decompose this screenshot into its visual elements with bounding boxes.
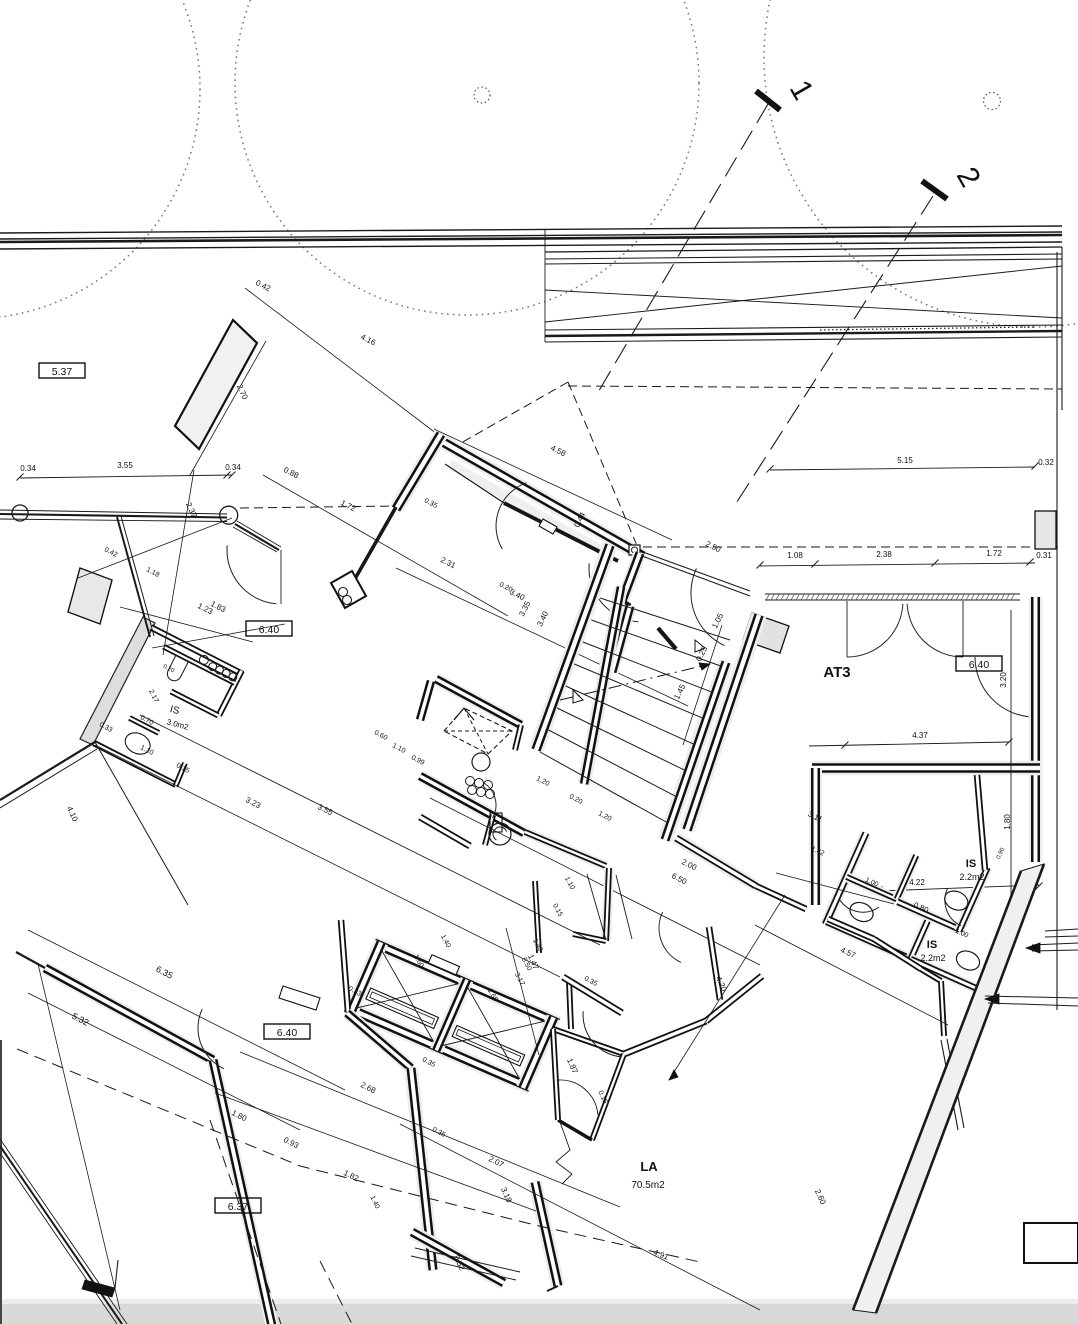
svg-text:1.00: 1.00 (954, 928, 969, 940)
svg-text:0.20: 0.20 (162, 664, 176, 675)
svg-text:IS: IS (966, 858, 976, 870)
svg-text:3.55: 3.55 (117, 461, 133, 470)
svg-text:LA: LA (640, 1159, 658, 1174)
svg-text:5.37: 5.37 (52, 366, 73, 378)
svg-text:IS: IS (927, 939, 937, 951)
svg-text:1.42: 1.42 (810, 846, 825, 858)
svg-text:2.2m2: 2.2m2 (920, 953, 945, 963)
svg-text:IS: IS (169, 704, 181, 717)
svg-text:0.90: 0.90 (996, 846, 1007, 860)
svg-text:5.15: 5.15 (897, 456, 913, 465)
svg-text:1.72: 1.72 (986, 549, 1002, 558)
svg-text:6.40: 6.40 (259, 624, 280, 636)
svg-text:1.80: 1.80 (1003, 814, 1012, 830)
svg-text:0.31: 0.31 (1036, 551, 1052, 560)
svg-text:1.00: 1.00 (864, 877, 879, 889)
svg-text:6.37: 6.37 (228, 1201, 249, 1213)
svg-text:0.34: 0.34 (20, 464, 36, 473)
svg-text:6.40: 6.40 (969, 659, 990, 671)
svg-text:1.08: 1.08 (787, 551, 803, 560)
svg-text:3.20: 3.20 (999, 672, 1008, 688)
svg-text:AT3: AT3 (823, 664, 850, 681)
svg-text:2.38: 2.38 (876, 550, 892, 559)
svg-text:6.40: 6.40 (277, 1027, 298, 1039)
svg-text:2.2m2: 2.2m2 (959, 872, 984, 882)
svg-text:70.5m2: 70.5m2 (631, 1180, 665, 1191)
svg-text:0.34: 0.34 (225, 463, 241, 472)
svg-text:4.22: 4.22 (909, 878, 925, 887)
svg-text:0.32: 0.32 (1038, 458, 1054, 467)
svg-text:4.37: 4.37 (912, 731, 928, 740)
